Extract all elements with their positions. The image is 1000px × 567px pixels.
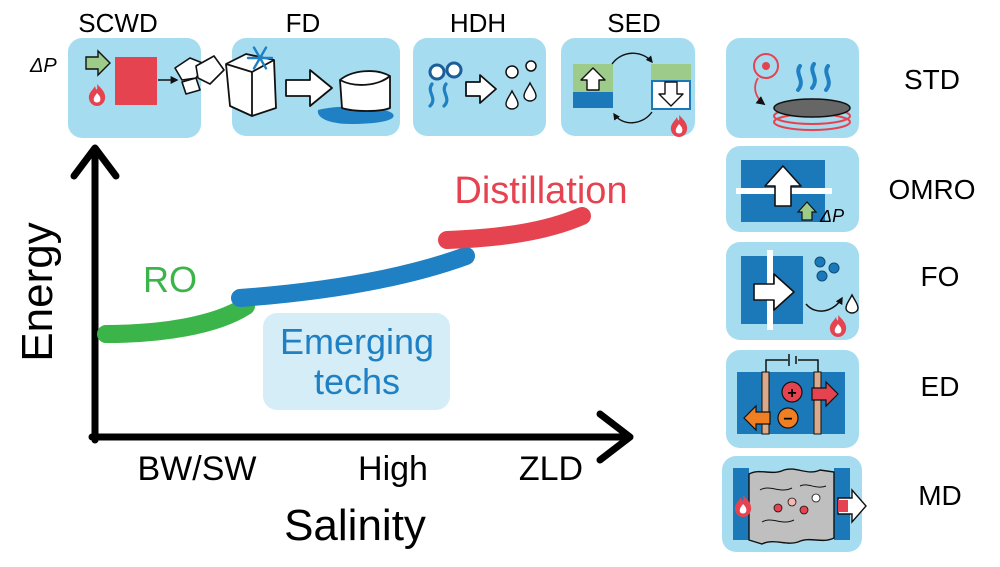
ed-cation-arrow-icon [811,380,839,408]
tech-hdh: HDH [413,8,546,136]
md-output-arrow-icon [837,488,867,524]
scwd-pressure-arrow-icon [85,49,111,77]
distillation-curve [438,207,591,249]
sed-cycle-arrow-top [611,52,653,65]
ed-minus-sign: − [783,411,792,428]
ed-label: ED [921,371,960,402]
tech-sed: SED [561,8,695,137]
omro-pressure-label: ΔP [819,206,844,226]
x-tick-bw-sw: BW/SW [138,450,257,488]
tech-fd: FD [225,8,400,136]
md-output-arrow-stripes [838,500,848,512]
std-vapor-icon [796,62,831,92]
omro-label: OMRO [888,174,975,205]
sed-up-arrow-icon [580,67,606,91]
energy-curves: RO Distillation Emerging techs [97,170,628,410]
fd-label: FD [286,8,321,38]
fo-flux-arrow-icon [753,273,795,311]
ed-cation-icon [781,381,803,403]
hdh-air-bubbles-icon [428,61,463,81]
std-label: STD [904,64,960,95]
ed-power-circuit-icon [765,354,819,372]
y-axis-arrow [70,144,120,180]
tech-md: MD [722,456,962,552]
scwd-pressure-label: ΔP [29,55,57,77]
tech-std: STD [726,38,960,138]
sed-cycle-arrow-bottom [613,111,653,124]
fd-process-arrow-icon [285,69,333,107]
std-radiation-arrow-icon [754,77,766,106]
y-axis-label: Energy [13,222,62,361]
fd-ice-block-icon [225,53,277,117]
ed-membrane-left [761,371,770,435]
x-tick-high: High [358,450,428,488]
md-pore-texture [759,484,827,523]
md-membrane-icon [748,468,835,545]
hdh-process-arrow-icon [465,74,497,104]
omro-flux-up-arrow-icon [764,165,802,207]
scwd-label: SCWD [78,8,157,38]
x-axis-label: Salinity [284,501,426,550]
md-label: MD [918,480,962,511]
fd-melting-ice-icon [339,70,391,112]
ed-anion-icon [777,407,799,429]
md-vapor-particles-icon [773,493,821,515]
omro-pressure-arrow-icon [796,201,818,221]
tech-scwd: SCWD ΔP [29,8,225,138]
sed-tile [561,38,695,136]
tech-omro: ΔP OMRO [726,146,976,232]
std-sun-icon [753,53,779,79]
std-sun-core [762,62,770,70]
sed-layer-blue-left [573,92,613,108]
tech-fo: FO [726,242,959,340]
x-tick-zld: ZLD [519,450,583,488]
emerging-label-line1: Emerging [280,321,434,362]
x-axis-arrow [596,410,634,464]
fo-recovery-arrow-icon [805,296,843,312]
ed-anion-arrow-icon [743,404,771,432]
emerging-label-line2: techs [314,361,400,402]
fd-snowflake-icon [246,46,274,70]
hdh-droplets-icon [505,60,537,79]
distillation-label: Distillation [454,170,627,212]
axes: Energy Salinity BW/SW High ZLD [13,144,634,550]
hdh-label: HDH [450,8,506,38]
emerging-curve [231,247,475,307]
ro-label: RO [143,259,197,300]
hdh-vapor-icon [428,82,449,108]
scwd-salt-crystals-icon [174,55,225,95]
sed-down-arrow-icon [658,81,684,107]
emerging-techs-box [263,313,450,410]
ro-curve [97,297,255,343]
scwd-reactor-icon [115,57,157,105]
sed-label: SED [607,8,660,38]
ed-plus-sign: + [787,385,796,402]
ed-membrane-right [813,371,822,435]
tech-ed: + − ED [726,350,959,448]
std-absorber-disk-icon [773,98,851,118]
sed-layer-green-right [651,64,691,80]
fo-label: FO [921,261,960,292]
fo-draw-solute-icon [814,256,840,282]
